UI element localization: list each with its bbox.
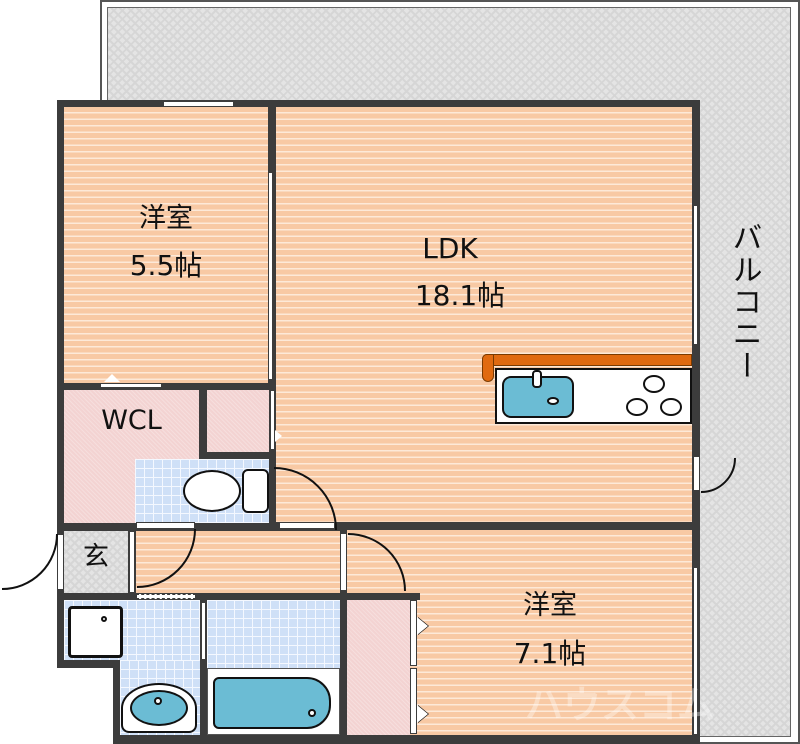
bathroom-door[interactable]: [201, 602, 206, 660]
sliding-door-room1[interactable]: [268, 172, 273, 380]
outside-area-3: [57, 668, 113, 744]
bathtub-icon: [213, 677, 331, 729]
door-marker-icon: [417, 705, 428, 723]
washing-machine-icon: [68, 606, 123, 658]
balcony-label: バルコニー: [726, 222, 762, 382]
western-room-1-name: 洋室: [139, 203, 193, 234]
bedroom-closet-door-2[interactable]: [410, 668, 417, 734]
outside-area: [0, 600, 57, 744]
western-room-1: [64, 107, 268, 383]
front-door[interactable]: [57, 534, 64, 590]
bath-wall: [200, 600, 207, 735]
small-closet-door[interactable]: [270, 390, 275, 450]
burner-icon: [626, 398, 648, 416]
watermark: ハウスコム: [524, 683, 715, 727]
bathtub-drain-icon: [308, 709, 316, 717]
closet-door-room1[interactable]: [100, 383, 162, 388]
western-room-2-name: 洋室: [523, 590, 577, 621]
burner-icon: [660, 398, 682, 416]
walk-in-closet: [64, 390, 199, 523]
wash-basin-drain-icon: [154, 697, 162, 705]
drain-icon: [547, 397, 559, 405]
entrance-label: 玄: [82, 542, 109, 572]
door-marker-icon: [104, 374, 120, 382]
wall-notch-v: [113, 660, 120, 744]
entry-step: [129, 531, 135, 593]
ldk: [276, 107, 692, 522]
ldk-size: 18.1帖: [414, 279, 506, 312]
western-room-2-size: 7.1帖: [513, 637, 587, 670]
bedroom-closet-door-1[interactable]: [410, 600, 417, 666]
bedroom-hall-wall: [340, 593, 420, 600]
toilet-door[interactable]: [279, 522, 335, 529]
entrance: [64, 531, 128, 593]
kitchen-counter-top: [482, 354, 692, 366]
hall-door[interactable]: [136, 522, 195, 529]
burner-icon: [643, 375, 665, 393]
washing-machine-drain-icon: [101, 616, 107, 622]
bedroom-door[interactable]: [340, 533, 347, 591]
bedroom-closet: [347, 600, 410, 735]
washroom-door[interactable]: [136, 594, 196, 599]
small-closet: [207, 390, 269, 452]
bedroom-window: [693, 567, 698, 735]
balcony-door[interactable]: [693, 456, 700, 491]
door-marker-icon: [275, 430, 282, 442]
toilet-bowl-icon: [183, 470, 241, 512]
faucet-icon: [532, 370, 542, 388]
toilet-tank-icon: [242, 469, 269, 513]
walk-in-closet-label: WCL: [101, 405, 162, 436]
western-room-1-size: 5.5帖: [129, 249, 203, 282]
ldk-window: [693, 205, 698, 345]
bathroom: [207, 600, 340, 668]
ldk-name: LDK: [422, 232, 478, 265]
kitchen-counter-lip: [482, 354, 494, 382]
door-marker-icon: [417, 617, 428, 635]
wall-notch: [57, 660, 120, 668]
wash-basin-bowl-icon: [130, 690, 188, 726]
window-top: [163, 101, 234, 107]
